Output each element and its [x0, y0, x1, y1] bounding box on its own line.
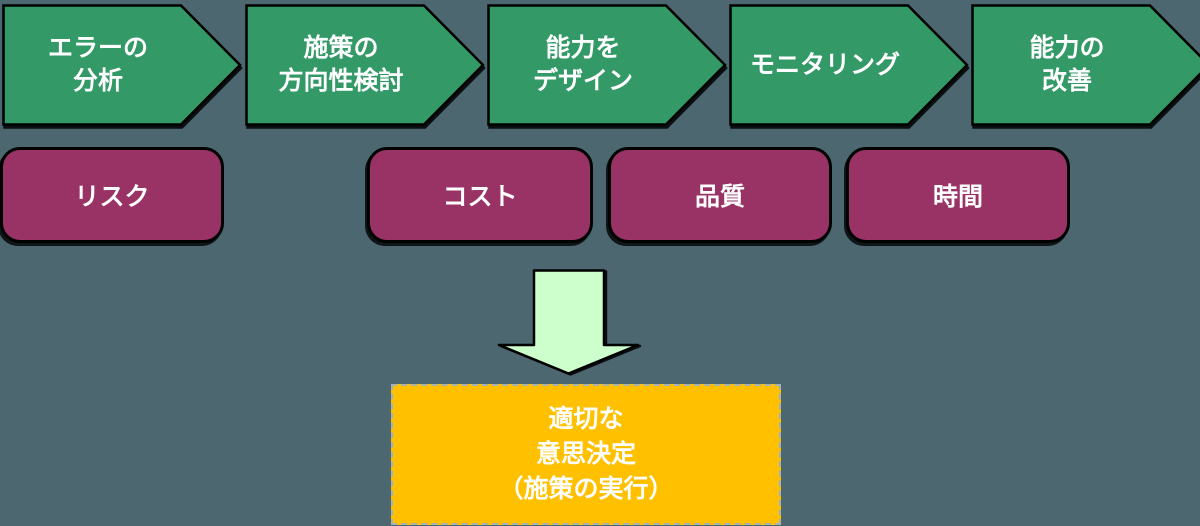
process-step-label: 能力の 改善: [1029, 34, 1105, 95]
process-step-monitoring: モニタリング: [729, 4, 969, 126]
factor-box-cost: コスト: [367, 147, 593, 243]
down-arrow-icon: [497, 269, 641, 376]
process-step-label: 施策の 方向性検討: [278, 34, 404, 95]
process-step-label: エラーの 分析: [47, 34, 148, 95]
outcome-box-decision: 適切な 意思決定 （施策の実行）: [391, 384, 781, 525]
factor-label: 品質: [694, 183, 745, 211]
chevron-right-shape: [971, 4, 1200, 126]
chevron-right-shape: [2, 4, 242, 126]
chevron-right-shape: [245, 4, 485, 126]
process-step-label: 能力を デザイン: [532, 34, 633, 95]
outcome-label: 適切な 意思決定 （施策の実行）: [498, 405, 674, 503]
process-step-policy-direction: 施策の 方向性検討: [245, 4, 485, 126]
process-step-error-analysis: エラーの 分析: [2, 4, 242, 126]
chevron-right-shape: [487, 4, 727, 126]
process-steps-row: エラーの 分析 施策の 方向性検討 能力を デザイン モニタリング 能力の 改善: [0, 0, 1200, 132]
factor-box-time: 時間: [846, 147, 1070, 243]
factor-label: 時間: [932, 183, 983, 211]
factor-label: コスト: [442, 183, 518, 211]
process-step-improve-capability: 能力の 改善: [971, 4, 1200, 126]
chevron-right-shape: [729, 4, 969, 126]
factor-box-risk: リスク: [0, 147, 224, 243]
factor-label: リスク: [74, 183, 150, 211]
process-step-label: モニタリング: [749, 50, 900, 79]
factor-box-quality: 品質: [608, 147, 832, 243]
process-step-design-capability: 能力を デザイン: [487, 4, 727, 126]
